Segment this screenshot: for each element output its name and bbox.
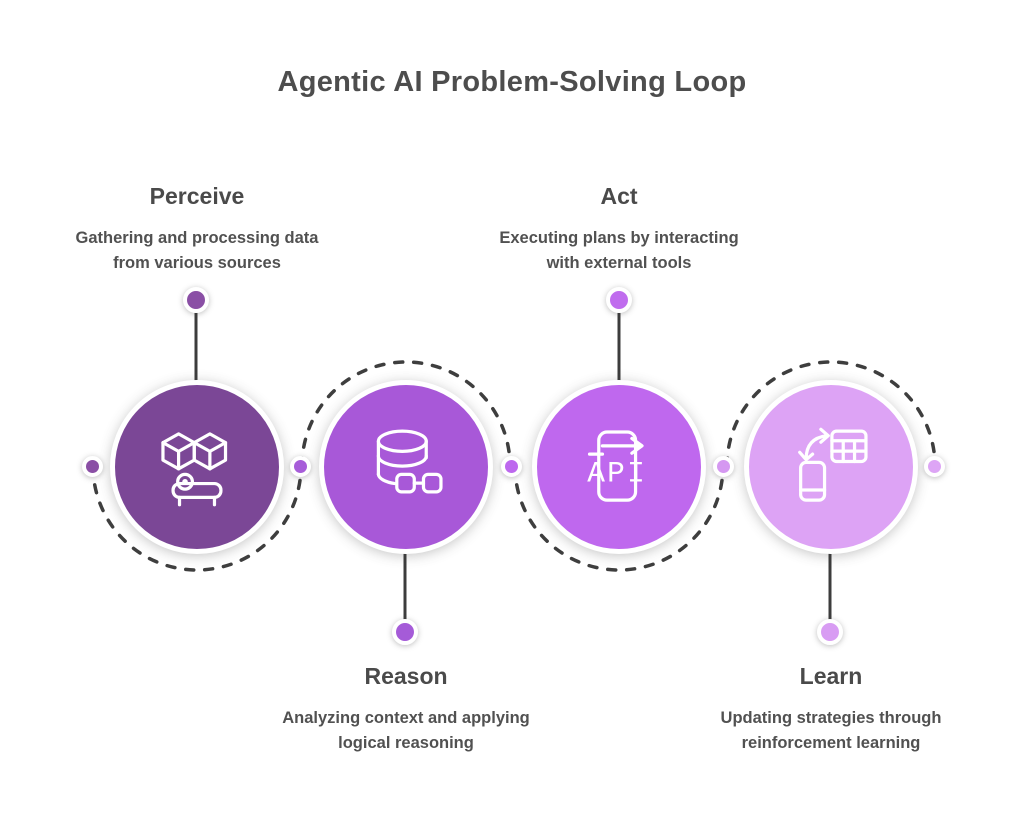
connector-dot-perceive <box>183 287 209 313</box>
step-title-act: Act <box>600 183 638 209</box>
step-title-perceive: Perceive <box>149 183 245 209</box>
step-circle-reason <box>319 380 493 554</box>
connector-dot-reason <box>392 619 418 645</box>
step-title-learn: Learn <box>799 663 863 689</box>
api-icon-text: API <box>587 457 647 491</box>
step-description-perceive: Gathering and processing data from vario… <box>75 229 319 272</box>
api-document-icon: API <box>587 430 647 502</box>
step-circle-act: API <box>532 380 706 554</box>
orbit-dot-left-edge <box>82 456 103 477</box>
step-label-reason: Reason Analyzing context and applying lo… <box>236 662 576 756</box>
connector-dot-learn <box>817 619 843 645</box>
step-description-reason: Analyzing context and applying logical r… <box>282 709 530 752</box>
step-label-learn: Learn Updating strategies through reinfo… <box>661 662 1001 756</box>
step-label-act: Act Executing plans by interacting with … <box>449 182 789 276</box>
orbit-dot-act-learn <box>713 456 734 477</box>
step-circle-perceive <box>110 380 284 554</box>
step-description-learn: Updating strategies through reinforcemen… <box>720 709 942 752</box>
step-title-reason: Reason <box>364 663 448 689</box>
connector-dot-act <box>606 287 632 313</box>
diagram-title: Agentic AI Problem-Solving Loop <box>277 66 747 98</box>
orbit-dot-perceive-reason <box>290 456 311 477</box>
orbit-dot-reason-act <box>501 456 522 477</box>
device-sync-icon <box>798 427 868 502</box>
perception-objects-icon <box>161 432 228 507</box>
step-label-perceive: Perceive Gathering and processing data f… <box>27 182 367 276</box>
step-circle-learn <box>744 380 918 554</box>
orbit-dot-right-edge <box>924 456 945 477</box>
database-link-icon <box>376 429 443 494</box>
step-description-act: Executing plans by interacting with exte… <box>499 229 739 272</box>
